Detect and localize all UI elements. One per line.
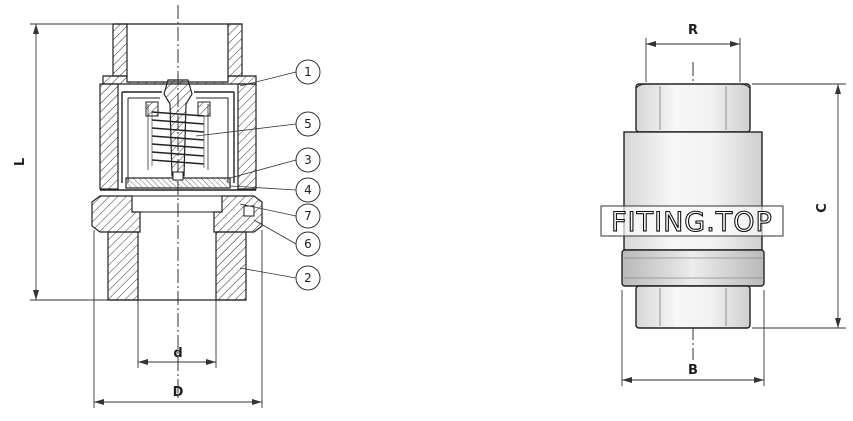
callout-4-text: 4 <box>304 183 312 197</box>
bottom-hex <box>635 285 751 329</box>
lower-body <box>91 195 263 301</box>
spring <box>151 111 205 168</box>
label-d-outer: D <box>173 385 184 400</box>
dimension-b: B <box>621 290 765 386</box>
callout-5: 5 <box>295 111 321 137</box>
callouts: 1 5 3 4 7 <box>195 59 321 291</box>
poppet-stem <box>163 79 193 177</box>
callout-4: 4 <box>295 177 321 203</box>
callout-5-text: 5 <box>304 117 312 131</box>
callout-3: 3 <box>295 147 321 173</box>
dimension-l: L <box>13 23 113 301</box>
exterior-view: R B C FITIN <box>600 23 846 386</box>
top-hex <box>635 83 751 133</box>
section-view: L d D <box>13 5 321 408</box>
watermark-text: FITING.TOP <box>611 207 773 238</box>
label-r: R <box>688 23 698 38</box>
dimension-r: R <box>645 23 741 82</box>
body-band <box>621 249 765 287</box>
label-b: B <box>688 363 698 378</box>
callout-7: 7 <box>295 203 321 229</box>
callout-7-text: 7 <box>304 209 312 223</box>
watermark: FITING.TOP <box>600 205 784 239</box>
dimension-d-inner: d <box>137 300 217 368</box>
callout-2-text: 2 <box>304 271 312 285</box>
label-d-inner: d <box>173 346 182 361</box>
callout-6: 6 <box>295 231 321 257</box>
callout-1: 1 <box>295 59 321 85</box>
dimension-c: C <box>752 83 846 329</box>
callout-2: 2 <box>295 265 321 291</box>
dimension-d-outer: D <box>93 230 263 408</box>
callout-3-text: 3 <box>304 153 312 167</box>
callout-6-text: 6 <box>304 237 312 251</box>
label-l: L <box>13 158 28 166</box>
callout-1-text: 1 <box>304 65 312 79</box>
label-c: C <box>815 203 830 213</box>
